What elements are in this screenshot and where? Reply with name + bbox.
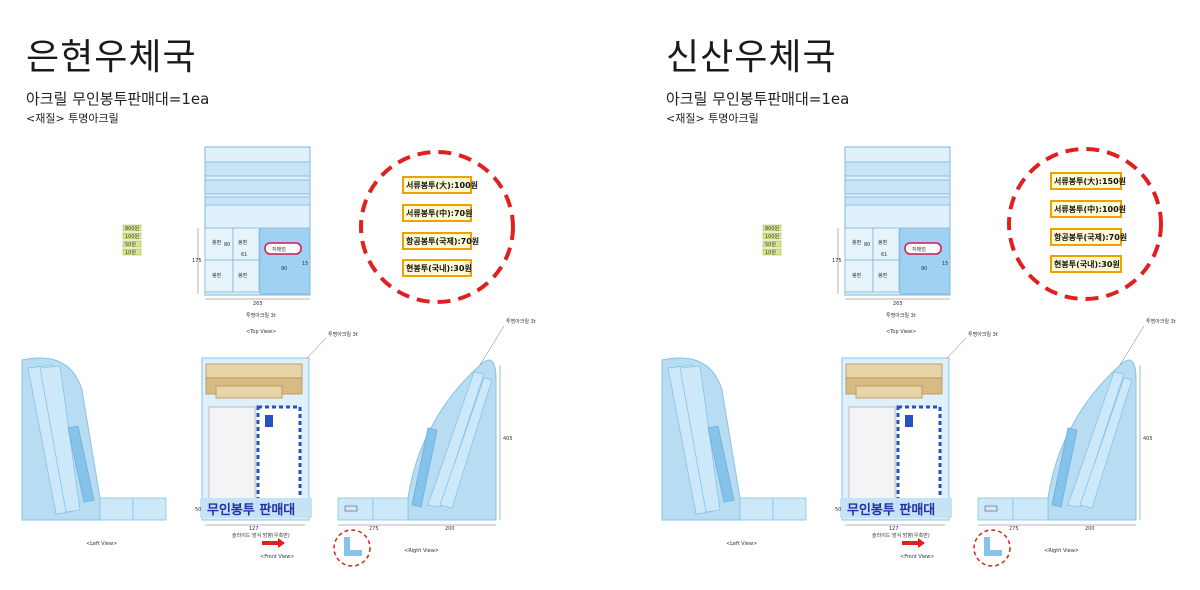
price-callout: 서류봉투(大):150원 서류봉투(中):100원 항공봉투(국제):70원 현… xyxy=(1007,147,1163,301)
note-slide: 슬라이드 방식 방향(우측면) xyxy=(232,532,290,539)
page-title: 은현우체국 xyxy=(26,37,197,78)
front-view: 무인봉투 판매대 127 50 슬라이드 방식 방향(우측면) <Front V… xyxy=(195,331,358,560)
stock-label: 800원 xyxy=(765,225,780,232)
front-banner: 무인봉투 판매대 xyxy=(847,502,935,518)
price-item: 서류봉투(大):100원 xyxy=(406,180,478,190)
dim-depth: 175 xyxy=(832,258,842,264)
stock-label: 50원 xyxy=(125,241,136,248)
price-item: 서류봉투(中):100원 xyxy=(1054,204,1126,214)
dim-right-base: 275 xyxy=(369,526,379,532)
price-item: 현봉투(국내):30원 xyxy=(1054,259,1120,269)
dim-height: 405 xyxy=(503,436,513,442)
dim-cell-b: 61 xyxy=(881,252,887,258)
view-label-top: <Top View> xyxy=(886,329,916,335)
price-item: 현봉투(국내):30원 xyxy=(406,263,472,273)
panel-left: 은현우체국 아크릴 무인봉투판매대=1ea <재질> 투명아크릴 800원 10… xyxy=(21,37,536,567)
cell-label: 봉편 xyxy=(878,239,888,246)
dim-slot: 127 xyxy=(249,526,259,532)
note-acrylic: 투명아크릴 3t xyxy=(246,312,276,319)
top-view: 자매엄 봉편 봉편 봉편 봉편 175 265 80 61 90 15 투명아크… xyxy=(192,146,311,335)
left-view: <Left View> xyxy=(21,357,167,547)
panel-right: 신산우체국 아크릴 무인봉투판매대=1ea <재질> 투명아크릴 800원 10… xyxy=(640,0,1200,590)
note-acrylic-front: 투명아크릴 3t xyxy=(968,331,998,338)
material-note: <재질> 투명아크릴 xyxy=(666,112,759,125)
view-label-top: <Top View> xyxy=(246,329,276,335)
dim-cell-b: 61 xyxy=(241,252,247,258)
page-subtitle: 아크릴 무인봉투판매대=1ea xyxy=(666,90,850,108)
dim-right-base: 275 xyxy=(1009,526,1019,532)
dim-right-depth: 200 xyxy=(445,526,455,532)
sale-sign: 자매엄 xyxy=(912,246,926,253)
dim-cell-a: 80 xyxy=(864,242,870,248)
left-view: <Left View> xyxy=(661,357,807,547)
drawing-right: 800원 100원 50원 10원 자매엄 봉편 봉편 봉편 봉편 175 26… xyxy=(661,146,1176,567)
cell-label: 봉편 xyxy=(878,272,888,279)
note-acrylic: 투명아크릴 3t xyxy=(886,312,916,319)
page-subtitle: 아크릴 무인봉투판매대=1ea xyxy=(26,90,210,108)
right-view: 405 275 200 투명아크릴 3t <Right View> xyxy=(333,318,536,567)
material-note: <재질> 투명아크릴 xyxy=(26,112,119,125)
top-view: 자매엄 봉편 봉편 봉편 봉편 175 265 80 61 90 15 투명아크… xyxy=(832,146,951,335)
dim-cell-d: 15 xyxy=(302,261,308,267)
dim-width: 265 xyxy=(253,301,263,307)
dim-slot: 127 xyxy=(889,526,899,532)
cell-label: 봉편 xyxy=(212,272,222,279)
stock-label: 50원 xyxy=(765,241,776,248)
price-item: 항공봉투(국제):70원 xyxy=(406,236,479,246)
dim-height: 405 xyxy=(1143,436,1153,442)
view-label-left: <Left View> xyxy=(726,541,757,547)
dim-base: 50 xyxy=(195,507,201,513)
cell-label: 봉편 xyxy=(238,272,248,279)
right-view: 405 275 200 투명아크릴 3t <Right View> xyxy=(973,318,1176,567)
dim-depth: 175 xyxy=(192,258,202,264)
stock-label: 10원 xyxy=(125,249,136,256)
front-view: 무인봉투 판매대 127 50 슬라이드 방식 방향(우측면) <Front V… xyxy=(835,331,998,560)
cell-label: 봉편 xyxy=(212,239,222,246)
stock-label: 100원 xyxy=(765,233,780,240)
page-title: 신산우체국 xyxy=(666,37,837,78)
price-item: 서류봉투(中):70원 xyxy=(406,208,472,218)
note-acrylic-right: 투명아크릴 3t xyxy=(1146,318,1176,325)
price-callout: 서류봉투(大):100원 서류봉투(中):70원 항공봉투(국제):70원 현봉… xyxy=(359,150,515,304)
dim-cell-a: 80 xyxy=(224,242,230,248)
stock-label: 100원 xyxy=(125,233,140,240)
view-label-right: <Right View> xyxy=(1044,548,1079,554)
dim-right-depth: 200 xyxy=(1085,526,1095,532)
dim-width: 265 xyxy=(893,301,903,307)
view-label-left: <Left View> xyxy=(86,541,117,547)
stock-label: 800원 xyxy=(125,225,140,232)
dim-base: 50 xyxy=(835,507,841,513)
cell-label: 봉편 xyxy=(238,239,248,246)
drawing-left: 800원 100원 50원 10원 자매엄 봉편 봉편 봉편 봉편 175 26 xyxy=(21,146,536,567)
view-label-right: <Right View> xyxy=(404,548,439,554)
price-item: 서류봉투(大):150원 xyxy=(1054,176,1126,186)
stock-label: 10원 xyxy=(765,249,776,256)
note-slide: 슬라이드 방식 방향(우측면) xyxy=(872,532,930,539)
cell-label: 봉편 xyxy=(852,272,862,279)
stock-chips: 800원 100원 50원 10원 xyxy=(762,224,782,256)
stock-chips: 800원 100원 50원 10원 xyxy=(122,224,142,256)
front-banner: 무인봉투 판매대 xyxy=(207,502,295,518)
dim-cell-c: 90 xyxy=(921,266,927,272)
cell-label: 봉편 xyxy=(852,239,862,246)
dim-cell-c: 90 xyxy=(281,266,287,272)
price-item: 항공봉투(국제):70원 xyxy=(1054,232,1127,242)
dim-cell-d: 15 xyxy=(942,261,948,267)
note-acrylic-right: 투명아크릴 3t xyxy=(506,318,536,325)
view-label-front: <Front View> xyxy=(900,554,934,560)
view-label-front: <Front View> xyxy=(260,554,294,560)
sale-sign: 자매엄 xyxy=(272,246,286,253)
note-acrylic-front: 투명아크릴 3t xyxy=(328,331,358,338)
